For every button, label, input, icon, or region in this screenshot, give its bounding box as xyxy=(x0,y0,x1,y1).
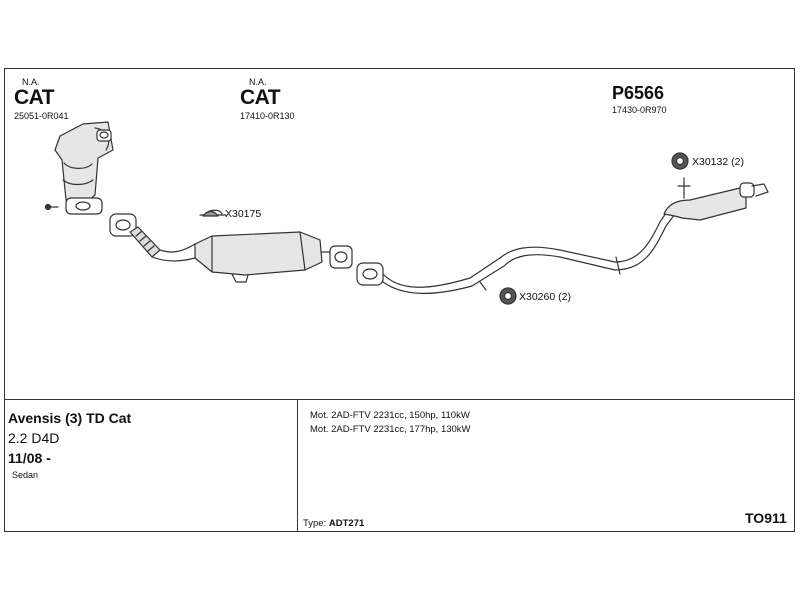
part-1-name[interactable]: CAT xyxy=(14,86,55,109)
engine-spec-1: Mot. 2AD-FTV 2231cc, 150hp, 110kW xyxy=(310,410,470,421)
part-3-number: 17430-0R970 xyxy=(612,105,667,115)
vehicle-engine: 2.2 D4D xyxy=(8,430,60,446)
front-cat-drawing xyxy=(44,121,114,215)
callout-x30132[interactable]: X30132 (2) xyxy=(692,156,744,168)
part-2-na: N.A. xyxy=(249,77,267,87)
engine-spec-2: Mot. 2AD-FTV 2231cc, 177hp, 130kW xyxy=(310,424,471,435)
vehicle-body: Sedan xyxy=(12,470,39,480)
part-1-number: 25051-0R041 xyxy=(14,111,69,121)
type-label: Type: xyxy=(303,518,327,529)
type-value: ADT271 xyxy=(328,518,365,529)
vehicle-model: Avensis (3) TD Cat xyxy=(8,410,132,426)
callout-x30175[interactable]: X30175 xyxy=(225,208,262,220)
catalog-code: TO911 xyxy=(745,510,787,526)
callout-x30260[interactable]: X30260 (2) xyxy=(519,291,571,303)
mount-icon-x30132 xyxy=(671,152,689,170)
part-2-name[interactable]: CAT xyxy=(240,86,281,109)
rear-section-drawing xyxy=(356,177,769,294)
mount-icon-x30260 xyxy=(499,287,517,305)
vehicle-years: 11/08 - xyxy=(8,450,51,466)
type-row: Type: ADT271 xyxy=(303,518,364,529)
mid-cat-drawing xyxy=(109,209,353,283)
part-1-na: N.A. xyxy=(22,77,40,87)
clamp-icon-x30175 xyxy=(202,210,219,217)
info-column-divider xyxy=(297,400,298,532)
part-3-name[interactable]: P6566 xyxy=(612,83,665,103)
info-divider xyxy=(4,399,795,400)
diagram-frame xyxy=(4,68,795,532)
part-2-number: 17410-0R130 xyxy=(240,111,295,121)
